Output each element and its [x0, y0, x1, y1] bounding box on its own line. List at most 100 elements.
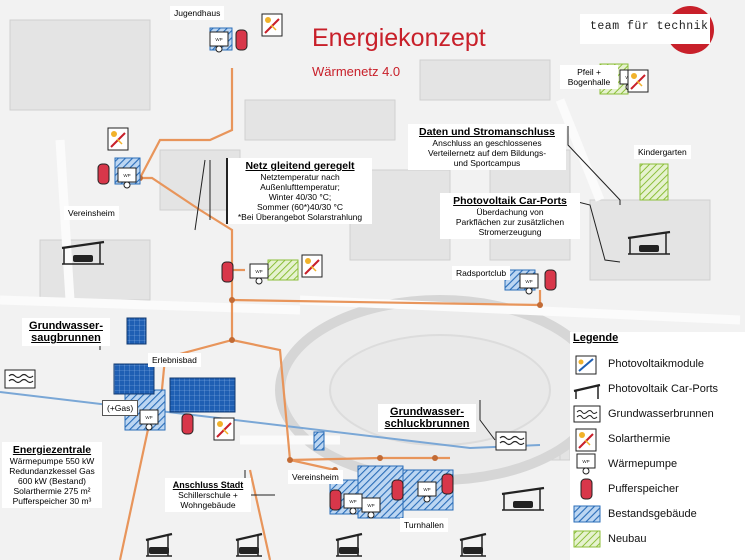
buffer-tank-icon: [391, 479, 404, 501]
device-clusters: WP WP WP WP WP WP WP WP WP: [97, 13, 649, 519]
info-netz-line: Winter 40/30 °C;: [268, 192, 332, 202]
pv-carport-icon: [335, 532, 363, 557]
solar-thermal-icon: [575, 428, 597, 452]
legend-item-label: Photovoltaik Car-Ports: [608, 383, 719, 395]
info-zentrale-line: Solarthermie 275 m²: [13, 486, 91, 496]
label-vereinsheim-bottom: Vereinsheim: [288, 470, 343, 484]
legend-icons: WP: [573, 355, 601, 548]
label-jugendhaus: Jugendhaus: [170, 6, 225, 20]
info-netz-line: Außenlufttemperatur;: [260, 182, 340, 192]
info-carports: Photovoltaik Car-Ports Überdachung von P…: [440, 193, 580, 239]
label-kindergarten: Kindergarten: [634, 145, 691, 159]
label-pfeil-bogenhalle: Pfeil + Bogenhalle: [560, 65, 618, 89]
pv-module-fields: [113, 317, 236, 413]
new-building-center: [267, 259, 299, 281]
info-netz-line: Netztemperatur nach: [260, 172, 340, 182]
info-schluck-line1: Grundwasser-: [390, 406, 464, 418]
heat-pump-icon: WP: [343, 493, 363, 515]
info-carports-line: Überdachung von: [476, 207, 544, 217]
pv-carport-icon: [145, 532, 173, 557]
label-radsportclub: Radsportclub: [452, 266, 511, 280]
heat-pump-icon: WP: [361, 497, 381, 519]
info-stadt-line: Schillerschule +: [178, 490, 238, 500]
info-zentrale-line: Redundanzkessel Gas: [9, 466, 95, 476]
label-erlebnisbad: Erlebnisbad: [148, 353, 201, 367]
info-saug-line2: saugbrunnen: [31, 332, 101, 344]
buffer-tank-icon: [544, 269, 557, 291]
brand-name: team für technik: [590, 20, 709, 33]
buffer-tank-icon: [97, 163, 110, 185]
heat-pump-icon: WP: [139, 409, 159, 431]
info-carports-heading: Photovoltaik Car-Ports: [453, 195, 567, 207]
info-daten-line: Verteilernetz auf dem Bildungs-: [427, 148, 547, 158]
info-netz-line: Sommer (60*)40/30 °C: [256, 202, 344, 212]
solar-thermal-icon: [261, 13, 283, 37]
carport-icons: [61, 230, 671, 557]
heat-pump-icon: WP: [417, 481, 437, 503]
info-zentrale-line: Wärmepumpe 550 kW: [9, 456, 95, 466]
solar-thermal-icon: [627, 69, 649, 93]
label-vereinsheim-top: Vereinsheim: [64, 206, 119, 220]
groundwater-well-schluck: [495, 431, 527, 451]
svg-text:WP: WP: [367, 503, 374, 508]
heat-pump-icon: WP: [117, 167, 137, 189]
heat-pump-icon: WP: [209, 31, 229, 53]
info-daten-line: Anschluss an geschlossenes: [432, 138, 542, 148]
svg-text:WP: WP: [255, 269, 262, 274]
solar-thermal-icon: [213, 417, 235, 441]
info-zentrale-line: Pufferspeicher 30 m³: [12, 496, 92, 506]
svg-text:WP: WP: [525, 279, 532, 284]
buffer-tank-icon: [441, 473, 454, 495]
solar-thermal-icon: [107, 127, 129, 151]
pv-carport-icon: [573, 383, 601, 399]
label-turnhallen: Turnhallen: [400, 518, 448, 532]
pv-carport-icon: [627, 230, 671, 255]
legend-title: Legende: [573, 332, 619, 344]
info-carports-line: Stromerzeugung: [478, 227, 542, 237]
info-netz: Netz gleitend geregelt Netztemperatur na…: [226, 158, 372, 224]
info-netz-line: *Bei Überangebot Solarstrahlung: [237, 212, 363, 222]
legend-item-label: Solarthermie: [608, 433, 671, 445]
legend-item-label: Neubau: [608, 533, 647, 545]
svg-text:WP: WP: [349, 499, 356, 504]
info-carports-line: Parkflächen zur zusätzlichen: [455, 217, 565, 227]
brand-logo: [580, 6, 714, 54]
page-subtitle: Wärmenetz 4.0: [312, 64, 401, 79]
svg-text:WP: WP: [145, 415, 152, 420]
legend: Legende WP Photovoltaikmodule Photovolta…: [570, 332, 745, 560]
page-title: Energiekonzept: [312, 24, 486, 52]
svg-text:WP: WP: [582, 459, 589, 464]
existing-building-icon: [573, 505, 601, 523]
info-stadt-heading: Anschluss Stadt: [172, 480, 244, 490]
svg-text:WP: WP: [215, 37, 222, 42]
legend-item-label: Grundwasserbrunnen: [608, 408, 714, 420]
pv-module-icon: [575, 355, 597, 375]
info-schluck-line2: schluckbrunnen: [384, 418, 470, 430]
legend-item-label: Photovoltaikmodule: [608, 358, 705, 370]
info-schluckbrunnen: Grundwasser- schluckbrunnen: [378, 404, 476, 432]
heat-pump-icon: WP: [519, 273, 539, 295]
groundwater-well-icon: [573, 405, 601, 423]
info-energiezentrale: Energiezentrale Wärmepumpe 550 kW Redund…: [2, 442, 102, 508]
heat-pump-icon: WP: [249, 263, 269, 285]
buffer-tank-icon: [329, 489, 342, 511]
info-saug-line1: Grundwasser-: [29, 320, 103, 332]
groundwater-well-saug: [4, 369, 36, 389]
pv-carport-icon: [501, 486, 545, 511]
legend-item-label: Pufferspeicher: [608, 483, 679, 495]
existing-building-small: [313, 431, 325, 451]
info-daten-heading: Daten und Stromanschluss: [419, 126, 555, 138]
info-daten-line: und Sportcampus: [453, 158, 521, 168]
pv-carport-icon: [61, 240, 105, 265]
buffer-tank-icon: [235, 29, 248, 51]
label-gas: (+Gas): [102, 400, 139, 416]
info-stadt-line: Wohngebäude: [180, 500, 236, 510]
svg-text:WP: WP: [123, 173, 130, 178]
buffer-tank-icon: [580, 478, 593, 500]
info-netz-heading: Netz gleitend geregelt: [245, 160, 355, 172]
svg-text:WP: WP: [423, 487, 430, 492]
pv-carport-icon: [235, 532, 263, 557]
buffer-tank-icon: [221, 261, 234, 283]
